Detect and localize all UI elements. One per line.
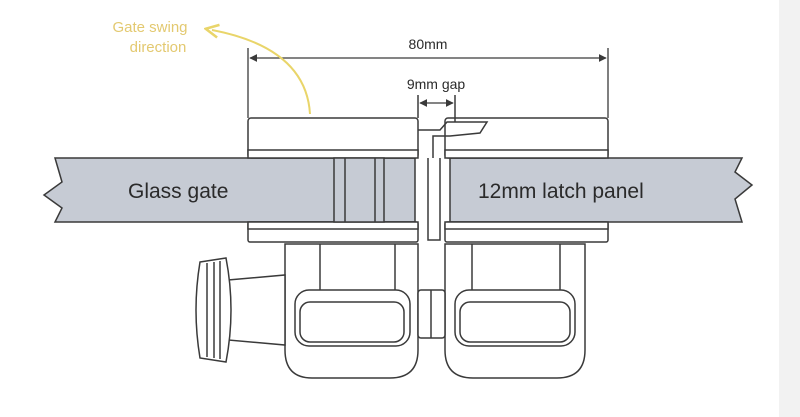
latch-body — [195, 243, 586, 379]
scrollbar-track[interactable] — [779, 0, 800, 417]
upper-clamp — [247, 117, 609, 159]
latch-panel-label: 12mm latch panel — [478, 180, 644, 203]
gap-lines — [417, 95, 456, 241]
overall-dimension — [247, 48, 609, 118]
glass-gate-label: Glass gate — [128, 180, 228, 203]
gap-label: 9mm gap — [407, 76, 466, 92]
bolt-block — [333, 157, 385, 223]
swing-label-line1: Gate swing — [112, 19, 187, 36]
overall-width-label: 80mm — [409, 36, 448, 52]
swing-label-line2: direction — [130, 39, 187, 56]
swing-arrow — [212, 30, 311, 115]
glass-gate-panel — [42, 157, 416, 223]
lower-clamp — [247, 221, 609, 243]
